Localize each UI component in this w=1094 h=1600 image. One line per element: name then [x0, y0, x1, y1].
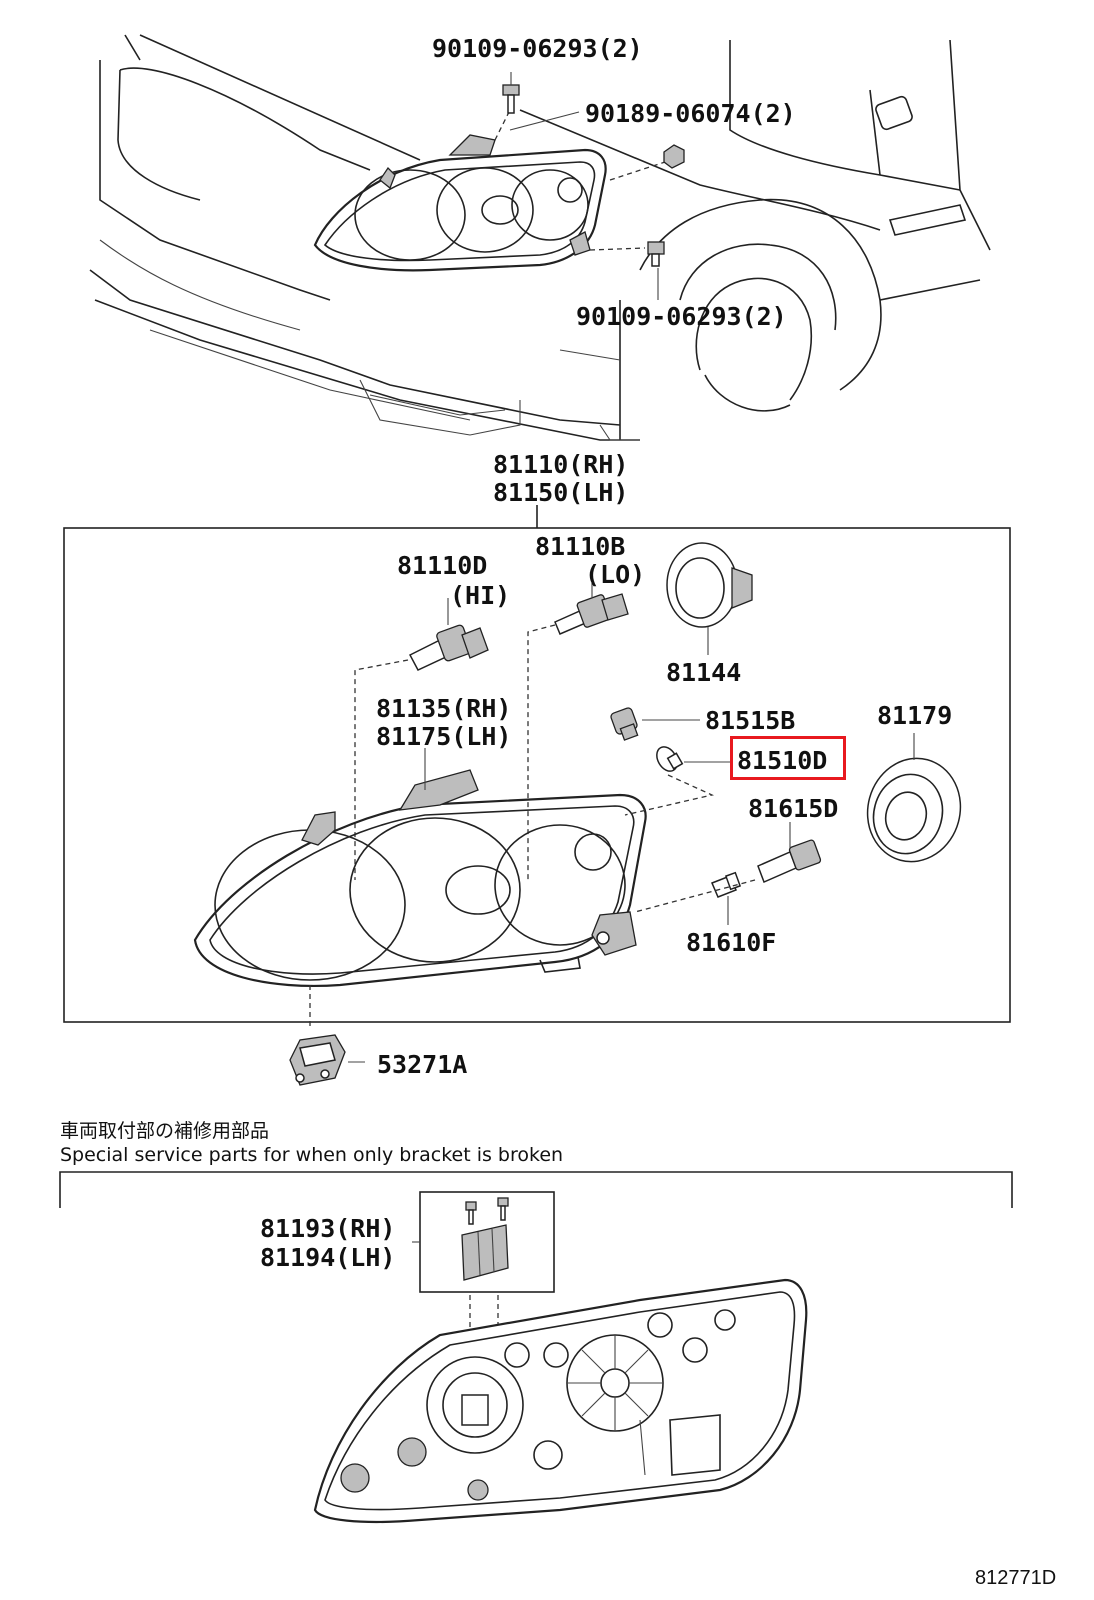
bulb-lo-icon — [554, 593, 629, 635]
callout-bolt-top: 90109-06293(2) — [432, 34, 643, 63]
dust-cap-81179-icon — [866, 757, 962, 863]
callout-81515b: 81515B — [705, 706, 796, 735]
headlight-lens-drawing — [193, 769, 647, 988]
bolt-bottom-icon — [647, 241, 665, 267]
callout-81144: 81144 — [666, 658, 742, 687]
bracket-kit-box — [419, 1191, 555, 1293]
callout-81610f: 81610F — [686, 928, 777, 957]
callout-bulb-lo-tag: (LO) — [585, 560, 646, 589]
note-japanese: 車両取付部の補修用部品 — [60, 1120, 270, 1142]
highlight-box — [730, 736, 846, 780]
service-bracket-frame — [59, 1171, 1013, 1208]
callout-bulb-lo-number: 81110B — [535, 532, 626, 561]
callout-53271a: 53271A — [377, 1050, 468, 1079]
socket-81615d-icon — [757, 839, 822, 884]
vehicle-body-drawing — [89, 34, 991, 441]
callout-clip: 90189-06074(2) — [585, 99, 796, 128]
callout-assembly-lh: 81150(LH) — [493, 478, 629, 507]
callout-lens-lh: 81175(LH) — [376, 722, 512, 751]
callout-bulb-hi-number: 81110D — [397, 551, 488, 580]
dust-cap-81144-icon — [666, 542, 753, 628]
bulb-81510d-icon — [656, 746, 684, 772]
clip-53271a-icon — [289, 1034, 346, 1086]
callout-bulb-hi-tag: (HI) — [450, 581, 511, 610]
installed-headlight-drawing — [313, 109, 666, 272]
bolt-top-icon — [502, 84, 520, 114]
headlight-rear-view-drawing — [313, 1278, 808, 1524]
clip-icon — [663, 144, 685, 169]
assembly-box — [63, 527, 1011, 1023]
callout-81615d: 81615D — [748, 794, 839, 823]
callout-bracket-rh: 81193(RH) — [260, 1214, 396, 1243]
callout-bolt-bottom: 90109-06293(2) — [576, 302, 787, 331]
callout-81510d: 81510D — [737, 746, 828, 775]
bulb-81610f-icon — [711, 871, 742, 898]
callout-81179: 81179 — [877, 701, 953, 730]
callout-bracket-lh: 81194(LH) — [260, 1243, 396, 1272]
note-english: Special service parts for when only brac… — [60, 1144, 564, 1166]
socket-81515b-icon — [610, 707, 639, 741]
callout-lens-rh: 81135(RH) — [376, 694, 512, 723]
figure-id: 812771D — [975, 1567, 1057, 1589]
callout-assembly-rh: 81110(RH) — [493, 450, 629, 479]
bulb-hi-icon — [408, 624, 489, 671]
